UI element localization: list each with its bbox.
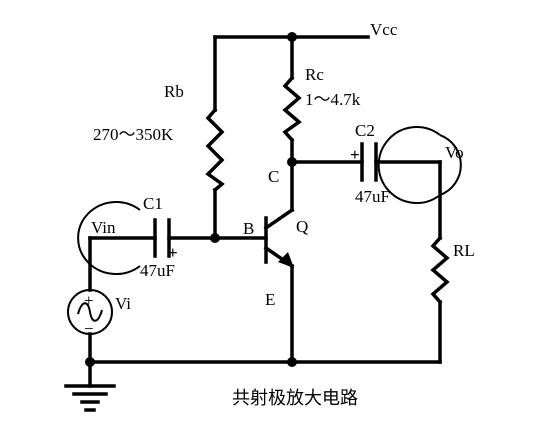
transistor-q [213, 160, 295, 364]
rb-resistor [205, 35, 225, 243]
emitter-node-label: E [265, 290, 275, 309]
vi-label: Vi [115, 294, 131, 313]
rc-resistor [282, 35, 302, 167]
vi-source [67, 236, 113, 367]
vo-label: Vo [445, 143, 464, 162]
rb-value-label: 270～350K [93, 125, 174, 144]
c2-plus-sign: + [350, 145, 360, 164]
rb-label: Rb [164, 82, 184, 101]
c1-plus-sign: + [168, 243, 178, 262]
collector-node-label: C [268, 167, 279, 186]
vin-label: Vin [91, 218, 116, 237]
c2-value-label: 47uF [355, 187, 390, 206]
vi-plus-sign: + [84, 291, 94, 310]
diagram-caption: 共射极放大电路 [232, 388, 358, 409]
c2-capacitor [290, 126, 462, 204]
vi-minus-sign: − [84, 319, 94, 338]
transistor-label: Q [296, 217, 308, 236]
c1-value-label: 47uF [140, 261, 175, 280]
rc-value-label: 1～4.7k [305, 90, 361, 109]
rl-resistor [430, 160, 450, 364]
c1-capacitor [77, 201, 217, 275]
c2-label: C2 [355, 121, 375, 140]
rc-label: Rc [305, 65, 324, 84]
base-node-label: B [243, 219, 254, 238]
vcc-label: Vcc [370, 20, 398, 39]
c1-label: C1 [143, 194, 163, 213]
ground-rail [64, 357, 442, 412]
rl-label: RL [453, 241, 475, 260]
